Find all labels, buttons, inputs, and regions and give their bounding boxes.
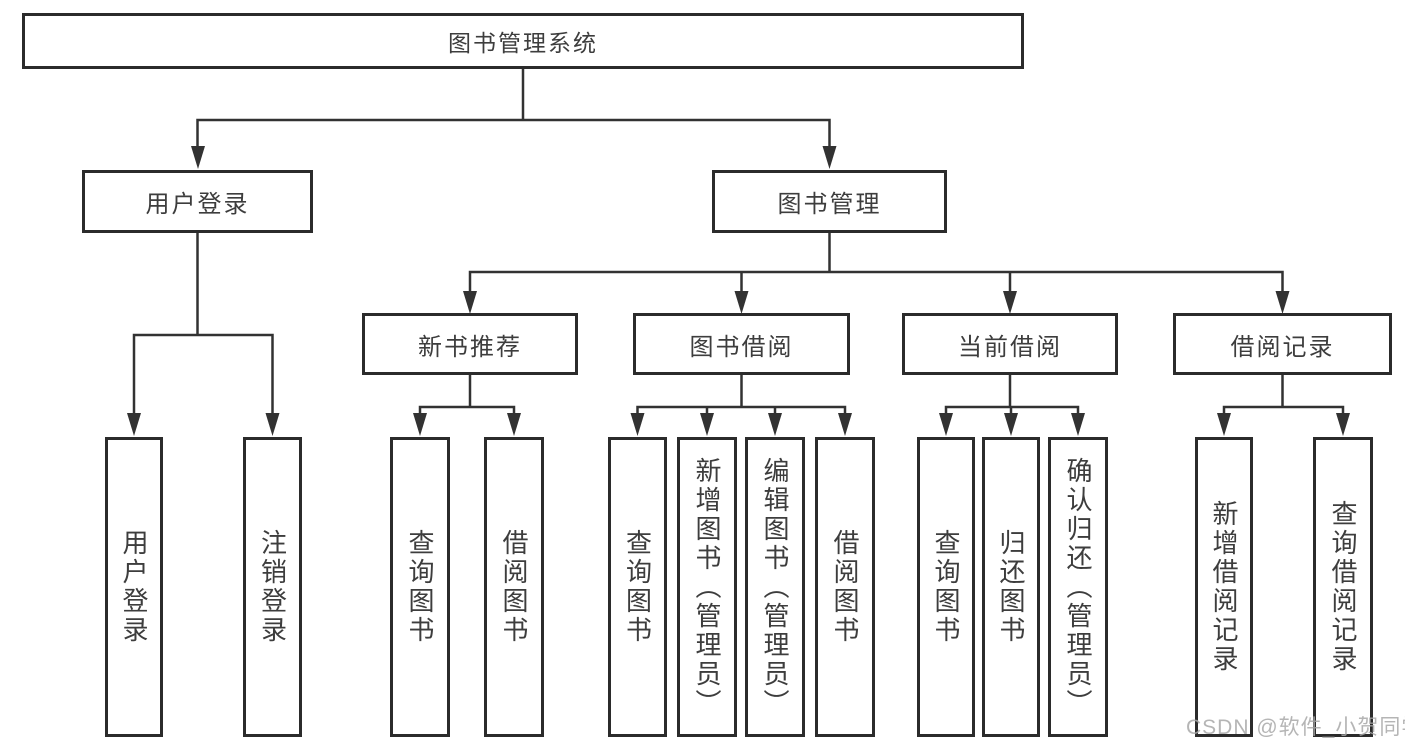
connector-root-to-level2 xyxy=(191,67,837,169)
leaf-query-borrow-record: 查询借阅记录 xyxy=(1313,437,1373,737)
leaf-confirm-return-admin: 确认归还（管理员） xyxy=(1048,437,1108,737)
connector-user-login-children xyxy=(127,231,280,436)
leaf-label: 新增借阅记录 xyxy=(1209,500,1239,674)
node-current-borrow: 当前借阅 xyxy=(902,313,1118,375)
node-user-login: 用户登录 xyxy=(82,170,313,233)
node-borrow-record: 借阅记录 xyxy=(1173,313,1392,375)
leaf-query-books-3: 查询图书 xyxy=(917,437,975,737)
leaf-add-book-admin: 新增图书（管理员） xyxy=(677,437,737,737)
connector-borrow-record-children xyxy=(1217,373,1350,436)
leaf-label: 归还图书 xyxy=(996,529,1026,645)
leaf-borrow-books-2: 借阅图书 xyxy=(815,437,875,737)
leaf-return-book: 归还图书 xyxy=(982,437,1040,737)
leaf-query-books-1: 查询图书 xyxy=(390,437,450,737)
node-book-management: 图书管理 xyxy=(712,170,947,233)
csdn-watermark: CSDN @软件_小贺同学 xyxy=(1186,716,1405,739)
leaf-borrow-books-1: 借阅图书 xyxy=(484,437,544,737)
node-label: 当前借阅 xyxy=(958,333,1062,361)
leaf-label: 注销登录 xyxy=(257,529,288,645)
node-label: 图书管理系统 xyxy=(448,30,598,56)
leaf-logout: 注销登录 xyxy=(243,437,302,737)
leaf-add-borrow-record: 新增借阅记录 xyxy=(1195,437,1253,737)
node-label: 借阅记录 xyxy=(1230,333,1335,361)
node-label: 图书管理 xyxy=(777,191,882,218)
leaf-label: 借阅图书 xyxy=(830,529,860,645)
leaf-label: 编辑图书（管理员） xyxy=(760,456,790,718)
node-label: 图书借阅 xyxy=(689,333,794,361)
connector-book-borrow-children xyxy=(630,373,852,436)
leaf-query-books-2: 查询图书 xyxy=(608,437,667,737)
leaf-label: 用户登录 xyxy=(119,529,149,645)
leaf-label: 查询图书 xyxy=(931,529,961,645)
leaf-label: 查询图书 xyxy=(622,529,653,645)
connector-current-borrow-children xyxy=(939,373,1085,436)
node-book-borrow: 图书借阅 xyxy=(633,313,850,375)
leaf-label: 新增图书（管理员） xyxy=(692,456,722,718)
node-new-book-recommend: 新书推荐 xyxy=(362,313,578,375)
connector-new-book-children xyxy=(413,373,521,436)
node-label: 用户登录 xyxy=(145,191,250,218)
node-library-system: 图书管理系统 xyxy=(22,13,1024,69)
leaf-label: 确认归还（管理员） xyxy=(1063,456,1093,718)
leaf-user-login: 用户登录 xyxy=(105,437,163,737)
leaf-label: 查询借阅记录 xyxy=(1328,500,1358,674)
connector-book-mgmt-to-level3 xyxy=(463,231,1290,314)
leaf-label: 查询图书 xyxy=(405,529,435,645)
leaf-label: 借阅图书 xyxy=(499,529,529,645)
node-label: 新书推荐 xyxy=(418,333,522,361)
leaf-edit-book-admin: 编辑图书（管理员） xyxy=(745,437,805,737)
